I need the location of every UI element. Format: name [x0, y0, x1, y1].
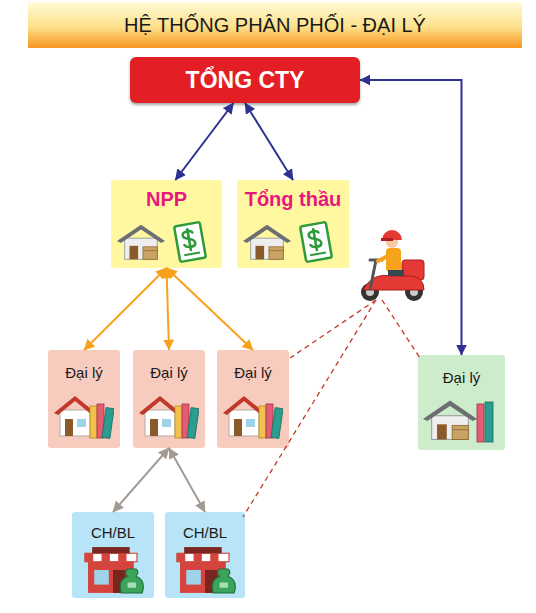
delivery-line — [382, 300, 420, 358]
connector-arrow — [84, 268, 167, 350]
process-box: Tổng thầu — [237, 180, 349, 268]
connector-arrow — [245, 103, 293, 180]
agency-icon — [54, 396, 114, 438]
invoice-icon — [174, 222, 206, 262]
connector-arrow — [167, 268, 170, 350]
process-box: CH/BL — [72, 512, 154, 598]
warehouse-icon — [423, 401, 477, 440]
book-icon — [477, 404, 484, 442]
node-label: TỔNG CTY — [130, 57, 360, 103]
diagram-title: HỆ THỐNG PHÂN PHỐI - ĐẠI LÝ — [28, 13, 522, 37]
process-box: Đại lý — [133, 350, 205, 448]
delivery-scooter — [361, 230, 424, 301]
store-icon — [177, 547, 235, 593]
agency-icon — [139, 396, 199, 438]
node-label: NPP — [111, 187, 222, 211]
node-label: Đại lý — [48, 364, 120, 382]
delivery-lines — [243, 300, 420, 517]
store-icon — [85, 547, 143, 593]
agency-icon — [223, 396, 283, 438]
warehouse-icon — [117, 225, 165, 260]
process-box: Đại lý — [48, 350, 120, 448]
delivery-line — [243, 300, 376, 517]
process-box: Đại lý — [418, 355, 505, 450]
connector-arrow — [113, 448, 169, 512]
node-label: Đại lý — [133, 364, 205, 382]
book-icon — [485, 402, 493, 442]
node-label: Đại lý — [418, 369, 505, 387]
warehouse-icon — [243, 225, 291, 260]
connector-arrow — [175, 103, 233, 180]
delivery-line — [290, 300, 376, 358]
process-box: CH/BL — [165, 512, 245, 598]
process-box: Đại lý — [217, 350, 289, 448]
node-label: CH/BL — [72, 524, 154, 542]
connector-arrow — [167, 268, 254, 350]
node-label: Đại lý — [217, 364, 289, 382]
connector-arrow — [360, 80, 462, 355]
company-box: TỔNG CTY — [130, 57, 360, 103]
node-label: Tổng thầu — [237, 187, 349, 211]
node-label: CH/BL — [165, 524, 245, 542]
connector-arrow — [169, 448, 205, 512]
process-box: NPP — [111, 180, 222, 268]
invoice-icon — [300, 222, 332, 262]
title-banner — [28, 2, 522, 48]
